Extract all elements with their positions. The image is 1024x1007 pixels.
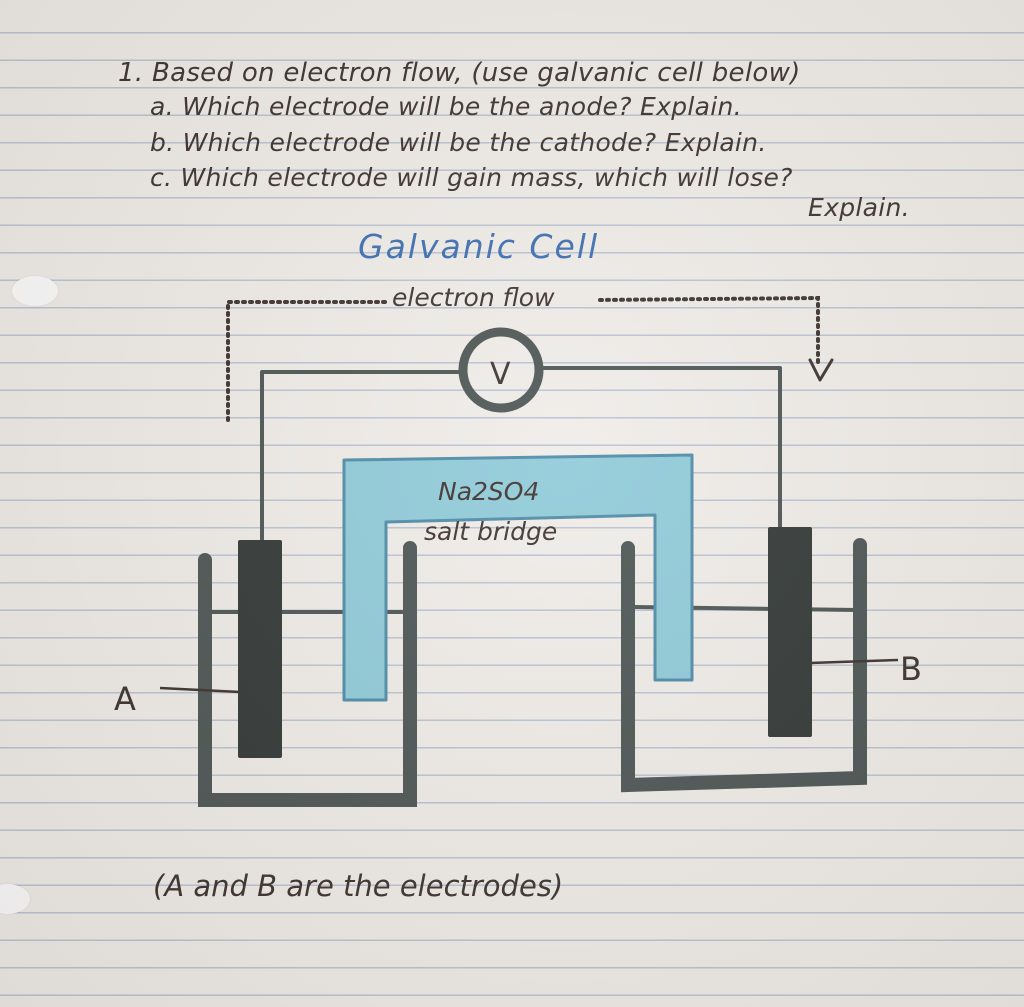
- question-heading: 1. Based on electron flow, (use galvanic…: [118, 58, 801, 88]
- electrode-b: [768, 527, 812, 737]
- question-part-a: a. Which electrode will be the anode? Ex…: [150, 92, 742, 121]
- electrodes-note: (A and B are the electrodes): [153, 869, 563, 903]
- question-part-c: c. Which electrode will gain mass, which…: [150, 163, 793, 192]
- salt-bridge-label: salt bridge: [424, 517, 557, 546]
- electrode-a-leader: [159, 686, 241, 694]
- electrode-b-label: B: [900, 650, 922, 688]
- binder-hole: [12, 276, 58, 306]
- voltmeter-symbol: V: [490, 357, 511, 392]
- question-part-b: b. Which electrode will be the cathode? …: [150, 128, 767, 157]
- electrode-a: [238, 540, 282, 758]
- electron-flow-arrow-icon: [808, 358, 834, 382]
- electrode-b-leader: [809, 658, 899, 665]
- electrode-a-label: A: [114, 680, 136, 718]
- salt-bridge: Na2SO4 salt bridge: [342, 453, 694, 702]
- diagram-title: Galvanic Cell: [358, 227, 599, 266]
- external-wire: [260, 366, 782, 550]
- electron-flow-label: electron flow: [392, 283, 555, 312]
- electron-flow-path: [226, 295, 820, 422]
- salt-bridge-formula: Na2SO4: [438, 477, 539, 506]
- voltmeter: V: [458, 327, 544, 413]
- question-part-c-explain: Explain.: [808, 193, 910, 222]
